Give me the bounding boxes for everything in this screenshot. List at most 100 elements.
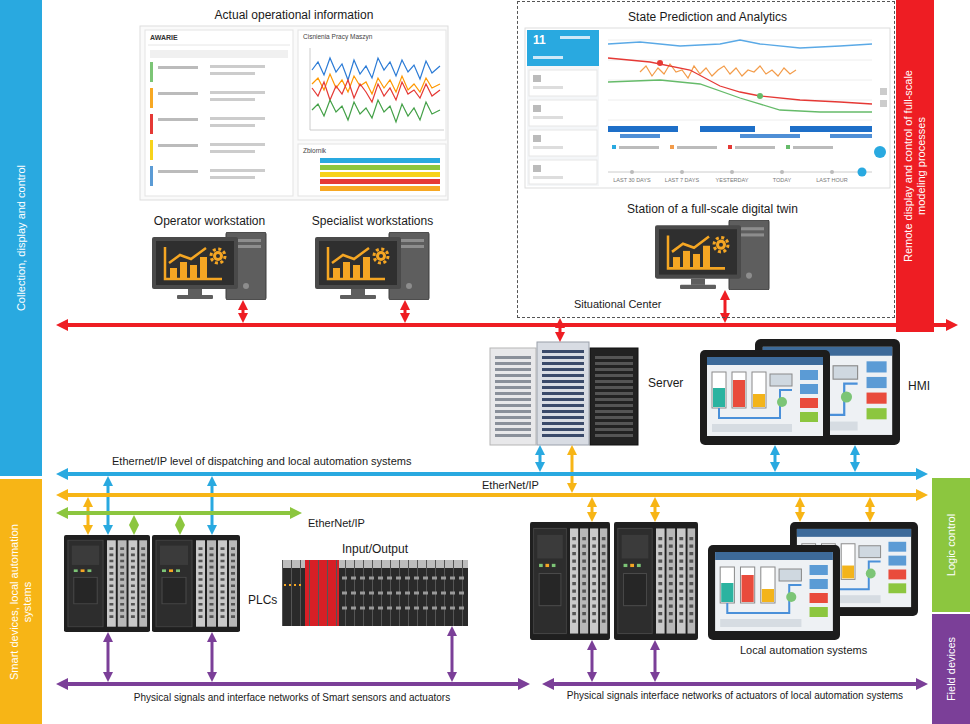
analytics-screenshot [790,126,872,132]
dashboard-screenshot [312,80,440,102]
node-label: Physical signals interface networks of a… [560,690,910,702]
network-bus-line [518,678,530,690]
screen-text: YESTERDAY [716,177,749,184]
network-link [133,520,136,530]
side-band: Remote display and control of full-scale… [896,0,934,332]
network-link [87,502,90,530]
analytics-screenshot [608,100,872,101]
plc-icon [152,535,240,632]
computer-icon [315,232,429,300]
server-rack [542,350,584,438]
analytics-screenshot [533,146,563,149]
screen-text: Cisnienia Pracy Maszyn [303,33,372,41]
node-label: Operator workstation [154,214,265,228]
node-label: Smart devices, local automation systems [8,507,34,697]
analytics-screenshot [830,170,834,174]
dashboard-screenshot [312,100,440,122]
network-link [591,645,594,677]
analytics-screenshot [735,146,775,149]
analytics-screenshot [740,134,800,138]
dashboard-screenshot [210,117,265,120]
network-bus-line [946,319,958,331]
node-label: Actual operational information [215,8,374,22]
node-label: Collection, display and control [15,28,28,448]
analytics-screenshot [874,146,886,158]
computer-icon [655,220,769,290]
network-bus-line [66,323,948,327]
dashboard-screenshot [150,62,153,82]
digital-twin-station: Station of a full-scale digital twin [655,220,770,290]
plc-icon [614,522,698,640]
dashboard-screenshot [150,114,153,134]
analytics-screenshot [757,93,763,99]
analytics-screenshot [533,116,563,119]
dashboard-screenshot [210,169,265,172]
analytics-screenshot [700,126,755,132]
plc-group: PLCs [64,535,240,632]
analytics-screenshot [670,145,674,149]
analytics-screenshot [533,86,563,89]
dashboard-screenshot [320,186,440,191]
analytics-screenshot [608,60,872,61]
analytics-screenshot [608,126,678,132]
analytics-screenshot [533,75,541,82]
analytics-screenshot [529,100,597,126]
analytics-screenshot [657,60,663,66]
node-label: Logic control [945,483,958,608]
dashboard-screenshot [148,45,290,46]
io-module: Input/Output [282,560,468,626]
analytics-screenshot [786,145,790,149]
dashboard-screen: Actual operational information [140,26,448,200]
io-icon [342,592,466,595]
analytics-screenshot [620,134,660,138]
io-icon [305,560,339,626]
io-icon [284,584,303,586]
dashboard-screenshot [320,158,440,163]
server-rack [490,348,536,445]
signal-bus: Physical signals and interface networks … [66,682,518,686]
network-link [211,637,214,677]
network-link [654,502,657,517]
analytics-screenshot [680,170,684,174]
hmi-icon [700,339,918,640]
dashboard-screenshot [140,26,448,200]
io-icon [342,577,466,580]
dashboard-screen: State Prediction and Analytics [525,28,890,188]
dashboard-screenshot [210,176,255,179]
server-rack [590,348,638,445]
network-link [591,502,594,517]
dashboard-screenshot [158,66,198,69]
server: Server [488,342,640,445]
screen-text: AWARIE [150,33,178,42]
dashboard-screenshot [140,26,448,200]
node-label: Situational Center [574,298,661,311]
analytics-screenshot [880,88,887,95]
dashboard-screenshot [158,118,198,121]
side-band: Smart devices, local automation systems [0,479,42,724]
screen-text: 11 [533,33,546,48]
network-link [654,645,657,677]
analytics-screenshot [880,100,887,107]
side-band: Field devices [932,614,970,724]
analytics-screenshot [608,40,872,48]
plc-icon [64,522,698,640]
node-label: PLCs [248,593,277,607]
network-bus-line [404,305,407,318]
dashboard-screenshot [320,165,440,170]
dashboard-screenshot [210,72,255,75]
dashboard-screenshot [310,48,444,130]
node-label: Server [648,376,683,390]
analytics-screenshot [560,36,590,39]
dashboard-screenshot [210,143,265,146]
analytics-screenshot [525,28,890,188]
io-icon [282,560,468,626]
network-bus-line [242,305,245,318]
dashboard-screenshot [158,170,198,173]
plc-icon [64,535,150,632]
workstation: Operator workstation [152,232,267,300]
network-link [559,323,562,337]
screen-text: Zbiornik [303,147,326,155]
node-label: Input/Output [342,542,408,556]
node-label: State Prediction and Analytics [628,10,787,24]
network-link [107,637,110,677]
